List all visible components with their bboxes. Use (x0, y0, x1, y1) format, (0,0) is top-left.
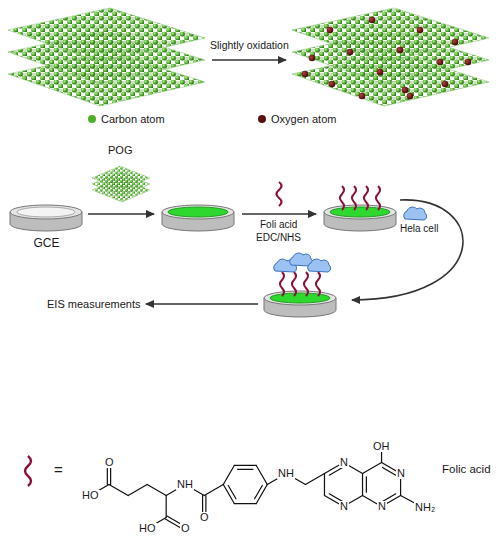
atom-label: N (396, 468, 406, 479)
atom-label: OH (372, 441, 391, 452)
annotation-label: EIS measurements (47, 298, 141, 311)
atom-label: NH (176, 479, 194, 490)
atom-label: N (339, 457, 349, 468)
oxidized-graphene-stack (292, 8, 489, 106)
atom-label: O (180, 523, 191, 534)
folic-acid-icon (277, 182, 282, 206)
electrode (162, 205, 234, 231)
oxidation-arrow (212, 59, 286, 61)
cell-icon (404, 207, 427, 220)
folic-acid-chains (340, 186, 380, 210)
annotation-label: Foli acid (260, 219, 297, 231)
step-arrow (242, 213, 316, 215)
folic-acid-chains (280, 272, 320, 296)
incubation-arrow (352, 200, 463, 300)
atom-label: O (104, 457, 115, 468)
atom-label: N (339, 501, 349, 512)
pog-icon (92, 166, 150, 202)
graphene-stack (8, 8, 205, 106)
annotation-label: POG (108, 144, 132, 157)
folic-acid-structure (90, 448, 415, 530)
legend-text: Oxygen atom (271, 113, 336, 126)
atom-label: NH₂ (414, 502, 436, 513)
electrode (264, 291, 336, 317)
annotation-label: EDC/NHS (256, 232, 301, 244)
legend-swatch (88, 115, 96, 123)
electrode (10, 205, 82, 231)
atom-label: O (199, 512, 210, 523)
atom-label: HO (138, 523, 157, 534)
legend-text: Carbon atom (101, 113, 165, 126)
electrode-label: GCE (30, 235, 63, 251)
annotation-label: Folic acid (442, 463, 491, 476)
atom-label: HO (81, 490, 100, 501)
atom-label: N (377, 501, 387, 512)
oxygen-atoms (302, 17, 472, 100)
electrode (324, 205, 396, 231)
measurement-arrow (146, 303, 258, 305)
legend-swatch (258, 115, 266, 123)
annotation-label: = (54, 461, 63, 478)
annotation-label: Hela cell (400, 223, 438, 235)
bound-cells (274, 253, 331, 272)
electrode-name: GCE (30, 236, 63, 250)
annotation-label: Slightly oxidation (210, 39, 289, 51)
folic-acid-icon (25, 456, 31, 486)
atom-label: NH (277, 468, 295, 479)
step-arrow (88, 213, 154, 215)
